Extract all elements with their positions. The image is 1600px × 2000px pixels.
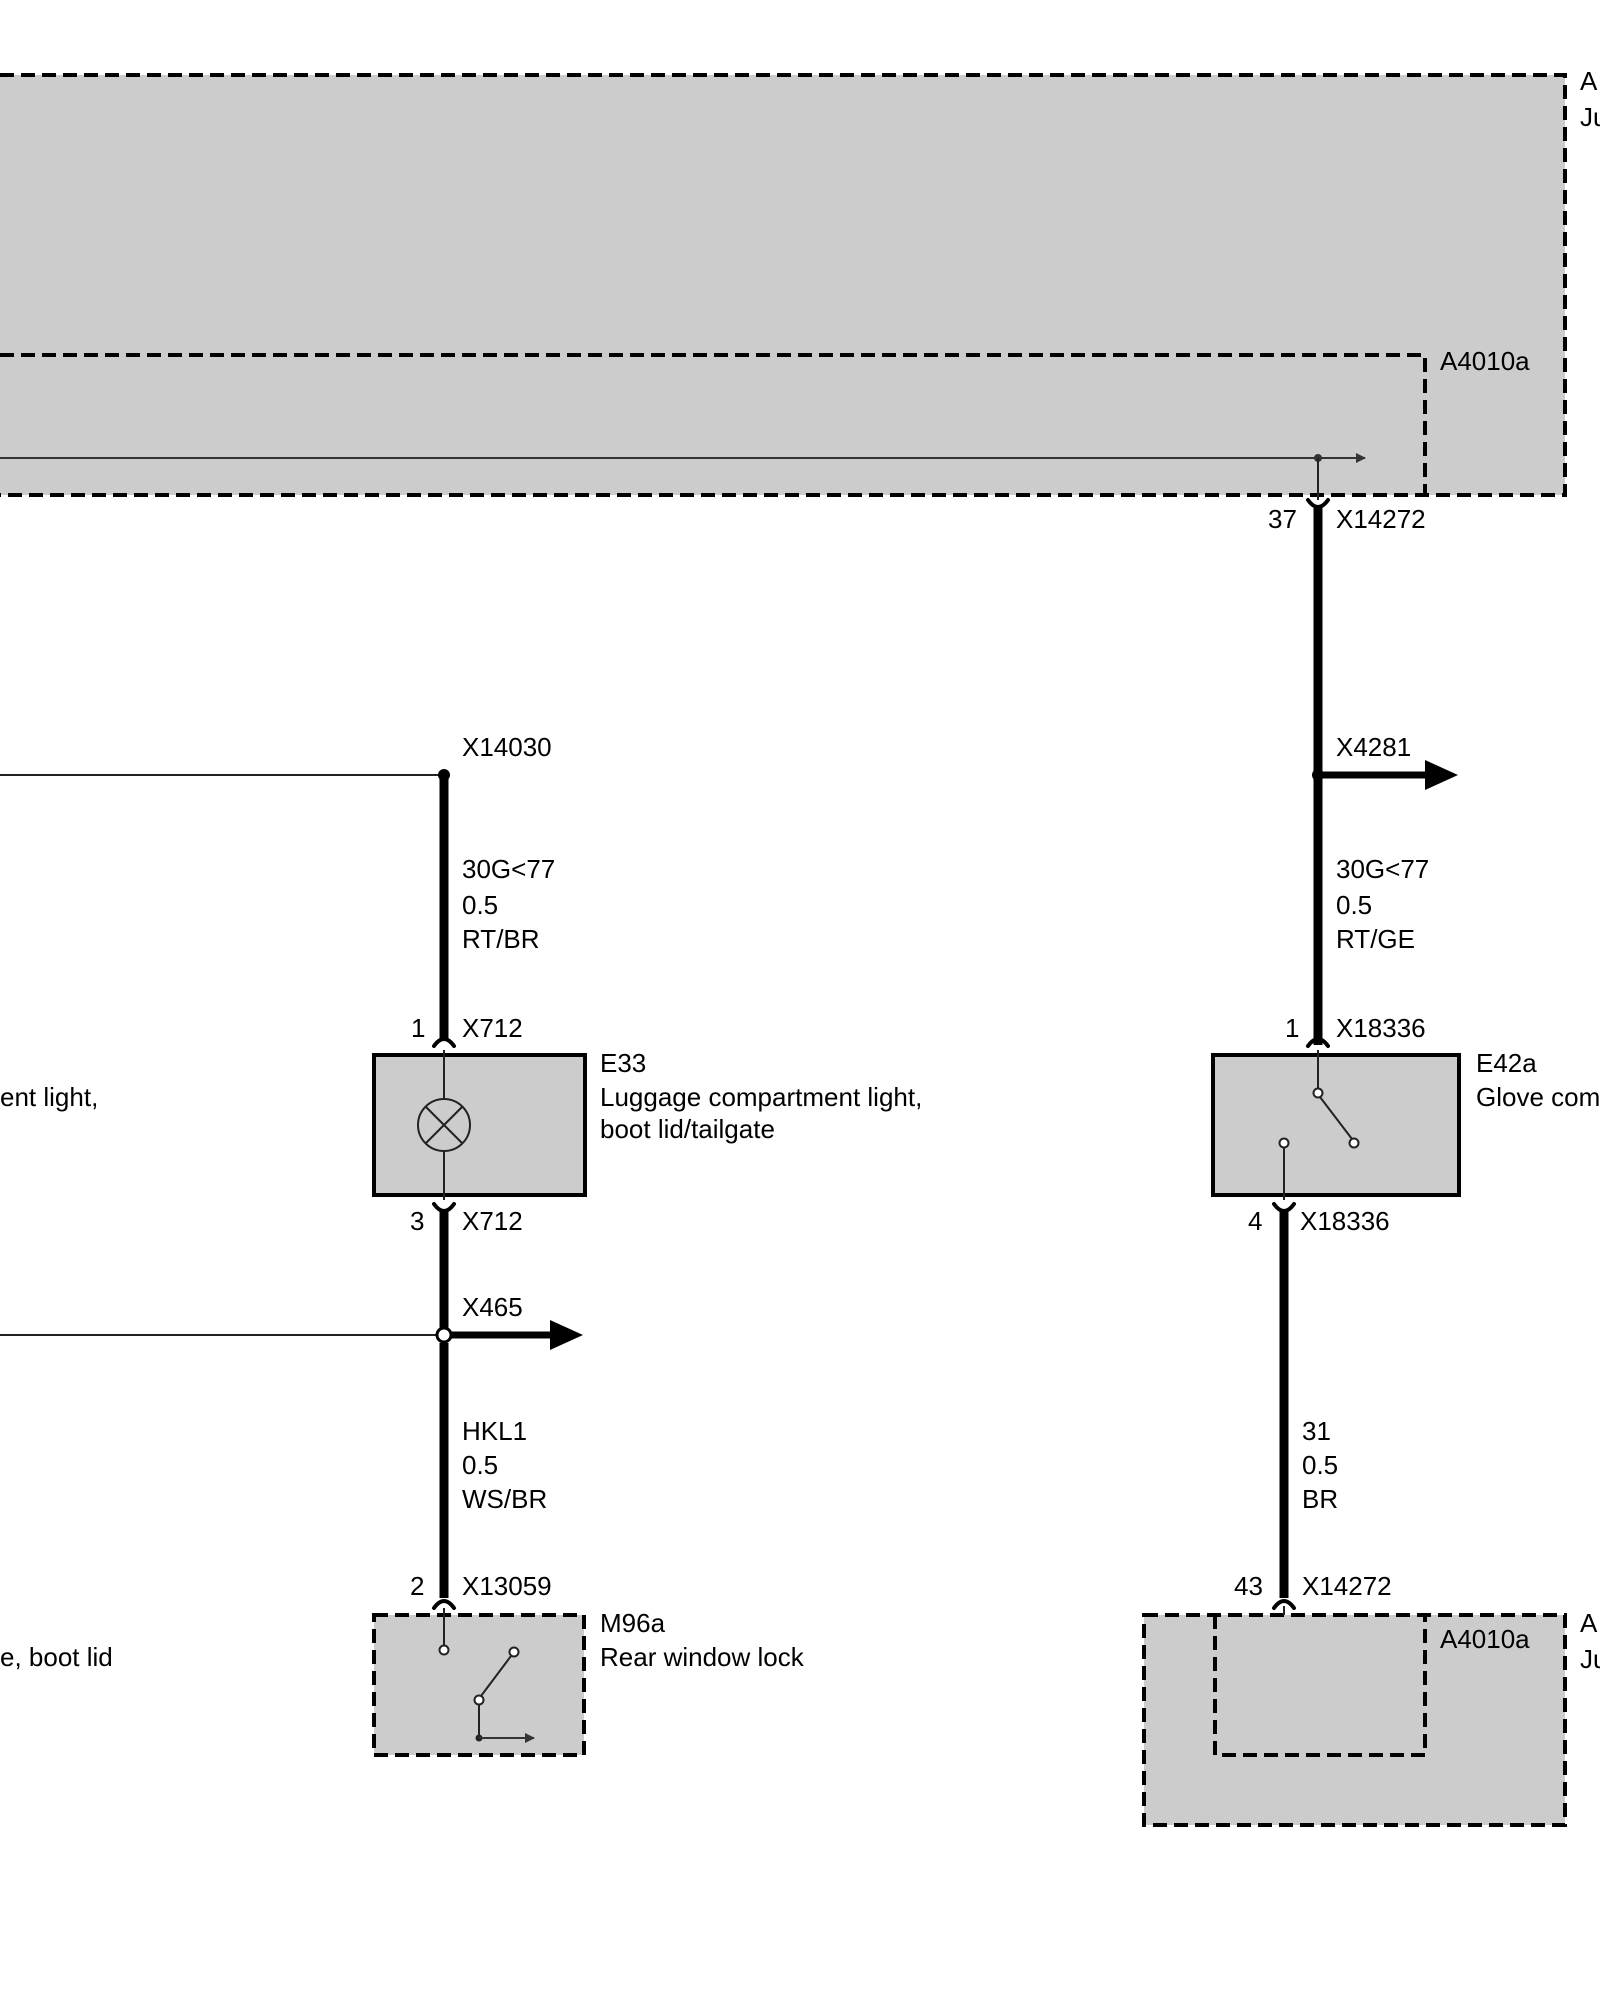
lock-contact-top (438, 1644, 450, 1656)
connector-x14030: X14030 (462, 732, 552, 762)
wire-left-lower: X465 HKL1 0.5 WS/BR (0, 1212, 583, 1598)
connector-hook-x712-bot (432, 1202, 456, 1213)
wire-right-upper: 37 X14272 X4281 30G<77 0.5 RT/GE (1268, 498, 1458, 1045)
pin-3-x712: 3 (410, 1206, 424, 1236)
m96a-desc: Rear window lock (600, 1642, 805, 1672)
e33-desc-1: Luggage compartment light, (600, 1082, 922, 1112)
wire-signal-left-upper: 30G<77 (462, 854, 555, 884)
connector-x13059: X13059 (462, 1571, 552, 1601)
wire-size-right-upper: 0.5 (1336, 890, 1372, 920)
wire-signal-right-lower: 31 (1302, 1416, 1331, 1446)
connector-x712-top: X712 (462, 1013, 523, 1043)
junction-box-top: A Ju A4010a (0, 66, 1600, 500)
pin-2-x13059: 2 (410, 1571, 424, 1601)
pin-43: 43 (1234, 1571, 1263, 1601)
wire-color-right-lower: BR (1302, 1484, 1338, 1514)
switch-contact-lower (1278, 1137, 1290, 1149)
junction-x465 (435, 1326, 453, 1344)
connector-hook-x13059 (432, 1599, 456, 1610)
component-e42a: 1 X18336 E42a Glove com 4 X18336 (1211, 1013, 1600, 1236)
connector-x4281: X4281 (1336, 732, 1411, 762)
connector-x18336-top: X18336 (1336, 1013, 1426, 1043)
connector-hook-x712-top (432, 1037, 456, 1048)
pin-37: 37 (1268, 504, 1297, 534)
component-m96a: 2 X13059 M96a Rear window lock e, boot l… (0, 1571, 805, 1757)
wire-color-left-lower: WS/BR (462, 1484, 547, 1514)
e33-box (372, 1053, 587, 1197)
wire-signal-right-upper: 30G<77 (1336, 854, 1429, 884)
e42a-id: E42a (1476, 1048, 1537, 1078)
connector-x465: X465 (462, 1292, 523, 1322)
left-cut-label-1: ent light, (0, 1082, 98, 1112)
arrow-x465-head (550, 1320, 583, 1350)
switch-contact-upper (1312, 1087, 1324, 1099)
e33-id: E33 (600, 1048, 646, 1078)
connector-hook-x18336-top (1306, 1037, 1330, 1048)
wire-color-left-upper: RT/BR (462, 924, 540, 954)
switch-contact-right (1348, 1137, 1360, 1149)
connector-hook-x14272-bot (1272, 1599, 1296, 1610)
wire-left-upper: X14030 30G<77 0.5 RT/BR (0, 732, 555, 1040)
pin-1-x712: 1 (411, 1013, 425, 1043)
connector-x712-bot: X712 (462, 1206, 523, 1236)
component-e33: 1 X712 E33 Luggage compartment light, bo… (0, 1013, 922, 1236)
switch-blade (1319, 1096, 1353, 1140)
lock-pivot (473, 1694, 485, 1706)
e42a-box (1211, 1053, 1461, 1197)
inner-module-label-top: A4010a (1440, 346, 1530, 376)
connector-x18336-bot: X18336 (1300, 1206, 1390, 1236)
connector-hook-x14272-top (1306, 498, 1330, 509)
module-label-bottom-ju: Ju (1580, 1644, 1600, 1674)
wire-size-left-lower: 0.5 (462, 1450, 498, 1480)
wire-right-lower: 31 0.5 BR 43 X14272 (1234, 1212, 1392, 1610)
connector-x14272-bot: X14272 (1302, 1571, 1392, 1601)
connector-hook-x18336-bot (1272, 1202, 1296, 1213)
pin-4-x18336: 4 (1248, 1206, 1262, 1236)
arrow-x4281-head (1425, 760, 1458, 790)
module-label-bottom-a: A (1580, 1608, 1598, 1638)
m96a-box (372, 1613, 586, 1757)
lock-blade (480, 1655, 512, 1697)
wire-signal-left-lower: HKL1 (462, 1416, 527, 1446)
wire-size-left-upper: 0.5 (462, 890, 498, 920)
junction-box-bottom: A4010a A Ju (1142, 1606, 1600, 1827)
connector-x14272-top: X14272 (1336, 504, 1426, 534)
lamp-cross-2 (425, 1106, 463, 1144)
pin-1-x18336: 1 (1285, 1013, 1299, 1043)
inner-module-label-bottom: A4010a (1440, 1624, 1530, 1654)
wire-color-right-upper: RT/GE (1336, 924, 1415, 954)
module-label-top-ju: Ju (1580, 102, 1600, 132)
wire-size-right-lower: 0.5 (1302, 1450, 1338, 1480)
e42a-desc: Glove com (1476, 1082, 1600, 1112)
m96a-id: M96a (600, 1608, 666, 1638)
e33-desc-2: boot lid/tailgate (600, 1114, 775, 1144)
module-label-top-a: A (1580, 66, 1598, 96)
lock-contact-right (508, 1646, 520, 1658)
left-cut-label-2: e, boot lid (0, 1642, 113, 1672)
